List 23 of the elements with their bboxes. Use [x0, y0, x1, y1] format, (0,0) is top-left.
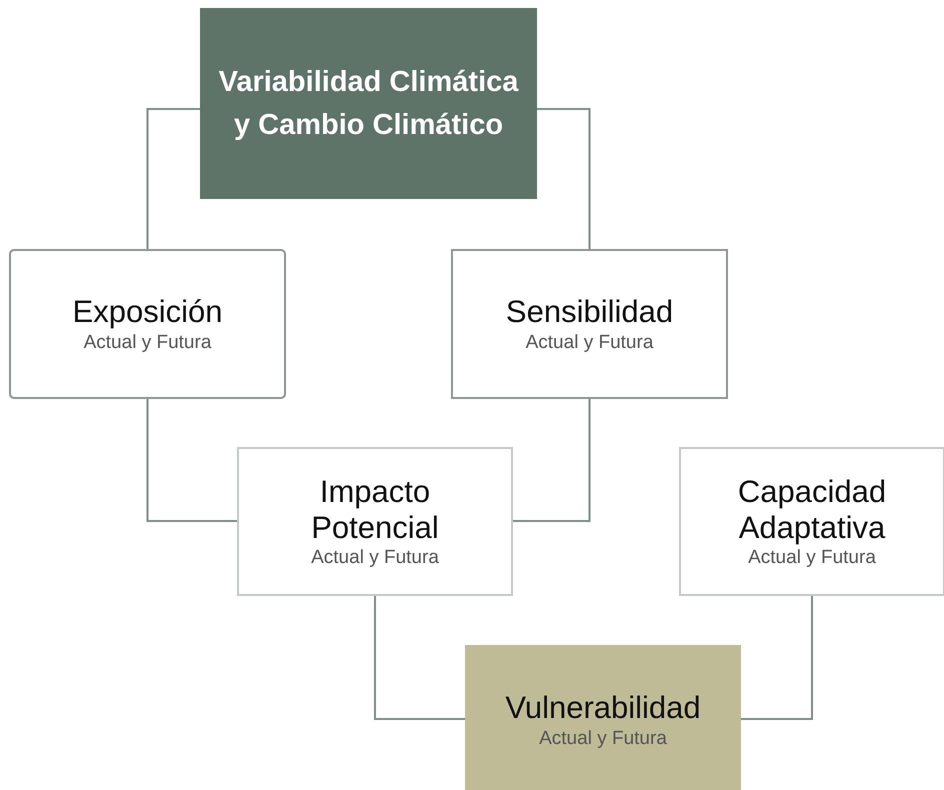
box-subtitle: Actual y Futura — [84, 332, 212, 354]
box-title: Sensibilidad — [506, 294, 674, 330]
connector-line — [374, 596, 465, 720]
box-subtitle: Actual y Futura — [539, 728, 667, 750]
box-subtitle: Actual y Futura — [311, 547, 439, 570]
box-title: Exposición — [72, 294, 222, 330]
box-title: Capacidad Adaptativa — [736, 474, 888, 546]
connector-line — [146, 108, 200, 249]
box-title: Variabilidad Climática y Cambio Climático — [218, 65, 518, 142]
result-box — [465, 645, 741, 790]
concept-box — [9, 249, 286, 399]
heading-box — [200, 8, 537, 199]
box-subtitle: Actual y Futura — [526, 332, 654, 354]
box-title: Vulnerabilidad — [505, 690, 701, 726]
concept-box — [451, 249, 728, 399]
connector-line — [741, 596, 813, 720]
box-subtitle: Actual y Futura — [748, 547, 876, 570]
connector-line — [537, 108, 590, 249]
box-title: Impacto Potencial — [310, 474, 440, 546]
connector-line — [146, 399, 237, 522]
concept-box — [237, 447, 513, 596]
connector-line — [513, 399, 590, 522]
concept-box — [679, 447, 944, 596]
